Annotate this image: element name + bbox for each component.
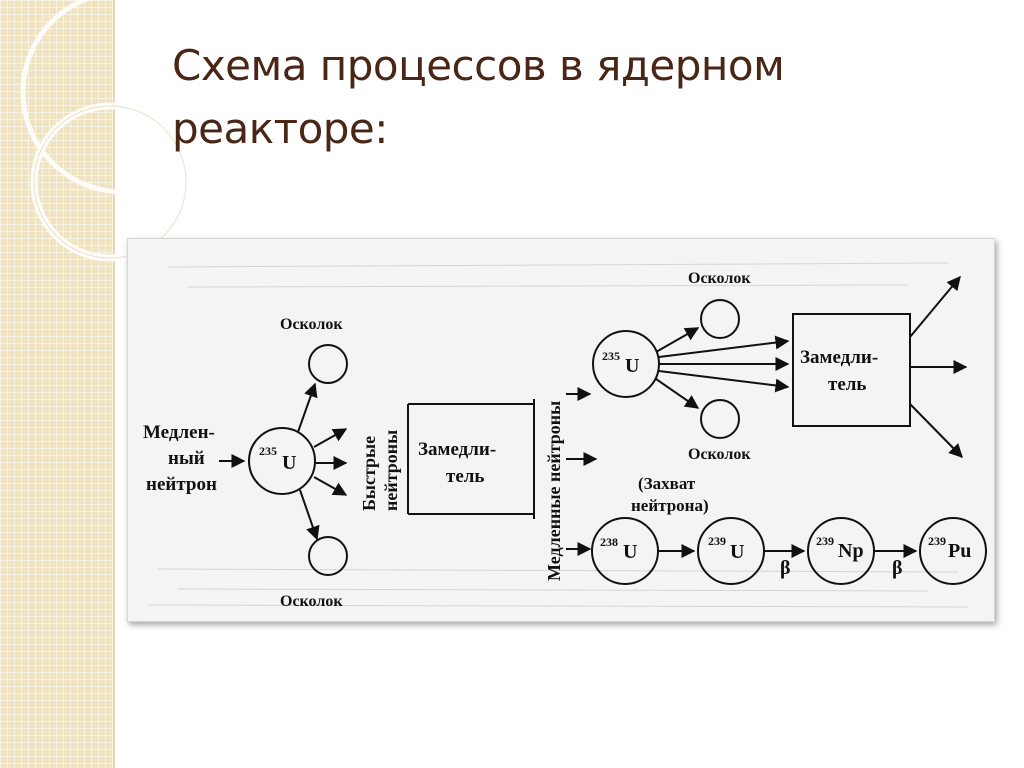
pu239-symbol: Pu bbox=[948, 540, 971, 562]
moderator-left-line1: Замедли- bbox=[418, 439, 496, 460]
fast-neutrons-label-line1: Быстрые bbox=[359, 436, 379, 511]
u238-mass: 238 bbox=[600, 535, 618, 549]
fragment-bottom-left bbox=[308, 536, 348, 576]
pu239-mass: 239 bbox=[928, 534, 946, 548]
arrow-output-down bbox=[909, 403, 963, 458]
u239-symbol: U bbox=[730, 541, 744, 563]
u235-nucleus-left bbox=[248, 427, 316, 495]
fast-neutrons-label: Быстрые нейтроны bbox=[359, 430, 401, 511]
slow-neutrons-label: Медленные нейтроны bbox=[544, 401, 564, 581]
fast-neutrons-label-line2: нейтроны bbox=[381, 430, 401, 511]
moderator-box-right bbox=[792, 313, 911, 427]
u235-left-mass: 235 bbox=[259, 444, 277, 458]
u235-nucleus-right bbox=[592, 330, 660, 398]
fragment-label-bottom-right: Осколок bbox=[688, 446, 751, 463]
moderator-right-line1: Замедли- bbox=[800, 347, 878, 368]
np239-mass: 239 bbox=[816, 534, 834, 548]
decorative-side-strip bbox=[0, 0, 115, 768]
slow-neutron-label-line1: Медлен- bbox=[143, 422, 215, 443]
scan-noise-lines bbox=[147, 262, 969, 608]
pu239-nucleus bbox=[919, 517, 987, 585]
neutron-capture-label-line2: нейтрона) bbox=[631, 496, 709, 515]
beta-decay-1: β bbox=[780, 557, 791, 579]
u238-nucleus bbox=[591, 517, 659, 585]
arrow-u235-to-moderator-3 bbox=[658, 370, 790, 393]
slow-neutron-label-line3: нейтрон bbox=[146, 474, 217, 495]
reactor-process-diagram: Медлен- ный нейтрон 235 U Осколок Осколо… bbox=[127, 238, 995, 622]
arrow-u235-to-moderator-1 bbox=[658, 335, 790, 358]
u238-symbol: U bbox=[623, 541, 637, 563]
arrow-to-fragment-top-right bbox=[655, 327, 700, 353]
slow-neutron-label-line2: ный bbox=[168, 448, 205, 469]
moderator-right-line2: тель bbox=[828, 374, 866, 395]
beta-decay-2: β bbox=[892, 557, 903, 579]
diagram-canvas: Медлен- ный нейтрон 235 U Осколок Осколо… bbox=[143, 262, 987, 610]
slide-title: Схема процессов в ядерном реакторе: bbox=[172, 41, 785, 153]
fragment-label-top-right: Осколок bbox=[688, 270, 751, 287]
fragment-bottom-right bbox=[700, 399, 740, 439]
neutron-capture-label-line1: (Захват bbox=[638, 474, 696, 493]
arrow-to-fragment-bottom-left bbox=[299, 489, 320, 541]
np239-symbol: Np bbox=[838, 540, 864, 562]
u235-right-symbol: U bbox=[625, 355, 639, 377]
u239-mass: 239 bbox=[708, 534, 726, 548]
arrow-to-fragment-bottom-right bbox=[655, 378, 700, 409]
fragment-top-left bbox=[308, 344, 348, 384]
fragment-top-right bbox=[700, 299, 740, 339]
fragment-label-bottom-left: Осколок bbox=[280, 593, 343, 610]
arrow-fast-neutron-3 bbox=[313, 476, 348, 496]
arrow-fast-neutron-1 bbox=[313, 428, 348, 448]
fragment-label-top-left: Осколок bbox=[280, 316, 343, 333]
np239-nucleus bbox=[807, 517, 875, 585]
arrow-output-up bbox=[909, 275, 961, 338]
u235-left-symbol: U bbox=[282, 452, 296, 474]
moderator-left-line2: тель bbox=[446, 466, 484, 487]
arrow-to-fragment-top-left bbox=[297, 382, 318, 433]
moderator-box-left bbox=[407, 399, 535, 519]
u235-right-mass: 235 bbox=[602, 349, 620, 363]
u239-nucleus bbox=[697, 517, 765, 585]
